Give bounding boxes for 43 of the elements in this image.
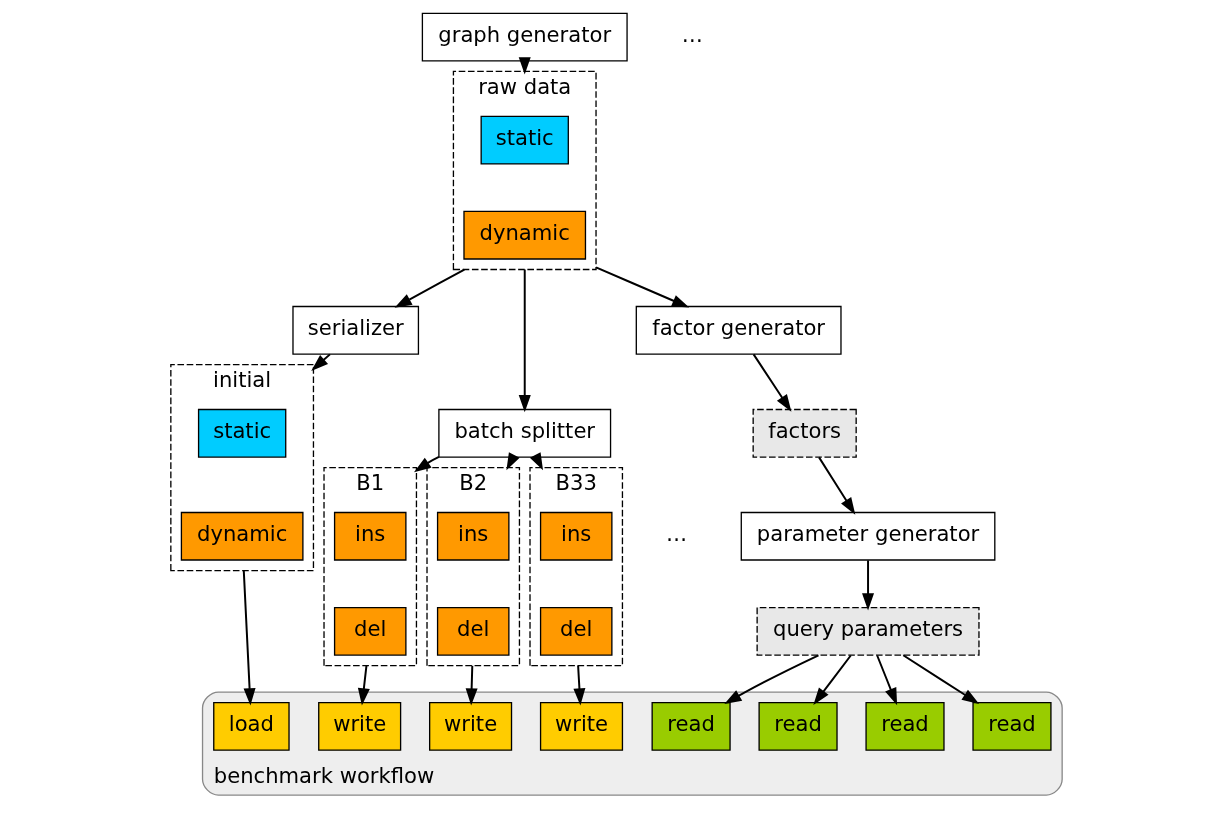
arrow	[310, 353, 331, 371]
arrow	[529, 452, 543, 471]
arrow	[413, 455, 440, 473]
node-box: write	[428, 702, 512, 751]
arrow	[861, 559, 874, 611]
node-box: ins	[436, 511, 510, 561]
node-box: ins	[539, 511, 613, 561]
node-box: read	[864, 702, 945, 751]
node-box: write	[539, 702, 623, 751]
node-box: serializer	[291, 305, 419, 355]
arrow	[518, 268, 531, 413]
node-box: query parameters	[755, 606, 980, 656]
arrow	[572, 664, 585, 706]
arrow	[505, 452, 520, 471]
node-box: read	[651, 702, 731, 751]
arrow	[394, 268, 465, 308]
node-box: static	[480, 115, 569, 165]
arrow	[875, 654, 897, 706]
arrow	[242, 569, 256, 706]
node-box: read	[757, 702, 838, 751]
node-box: read	[971, 702, 1052, 751]
arrow	[752, 353, 791, 412]
node-box: static	[197, 408, 286, 458]
node-box: del	[333, 606, 407, 656]
arrow	[901, 654, 979, 704]
arrow	[817, 456, 855, 515]
label: …	[681, 22, 703, 48]
arrow	[594, 266, 689, 308]
node-box: load	[212, 702, 290, 751]
node-box: parameter generator	[740, 511, 995, 561]
node-box: dynamic	[462, 210, 586, 260]
node-box: del	[436, 606, 510, 656]
node-box: factors	[752, 408, 857, 458]
node-box: dynamic	[180, 511, 304, 561]
arrow	[812, 654, 852, 705]
arrow	[357, 664, 370, 706]
arrow	[723, 654, 819, 705]
node-box: write	[317, 702, 401, 751]
label: …	[665, 521, 687, 547]
arrow	[465, 664, 478, 706]
node-box: factor generator	[635, 305, 842, 355]
node-box: del	[539, 606, 613, 656]
node-box: ins	[333, 511, 407, 561]
